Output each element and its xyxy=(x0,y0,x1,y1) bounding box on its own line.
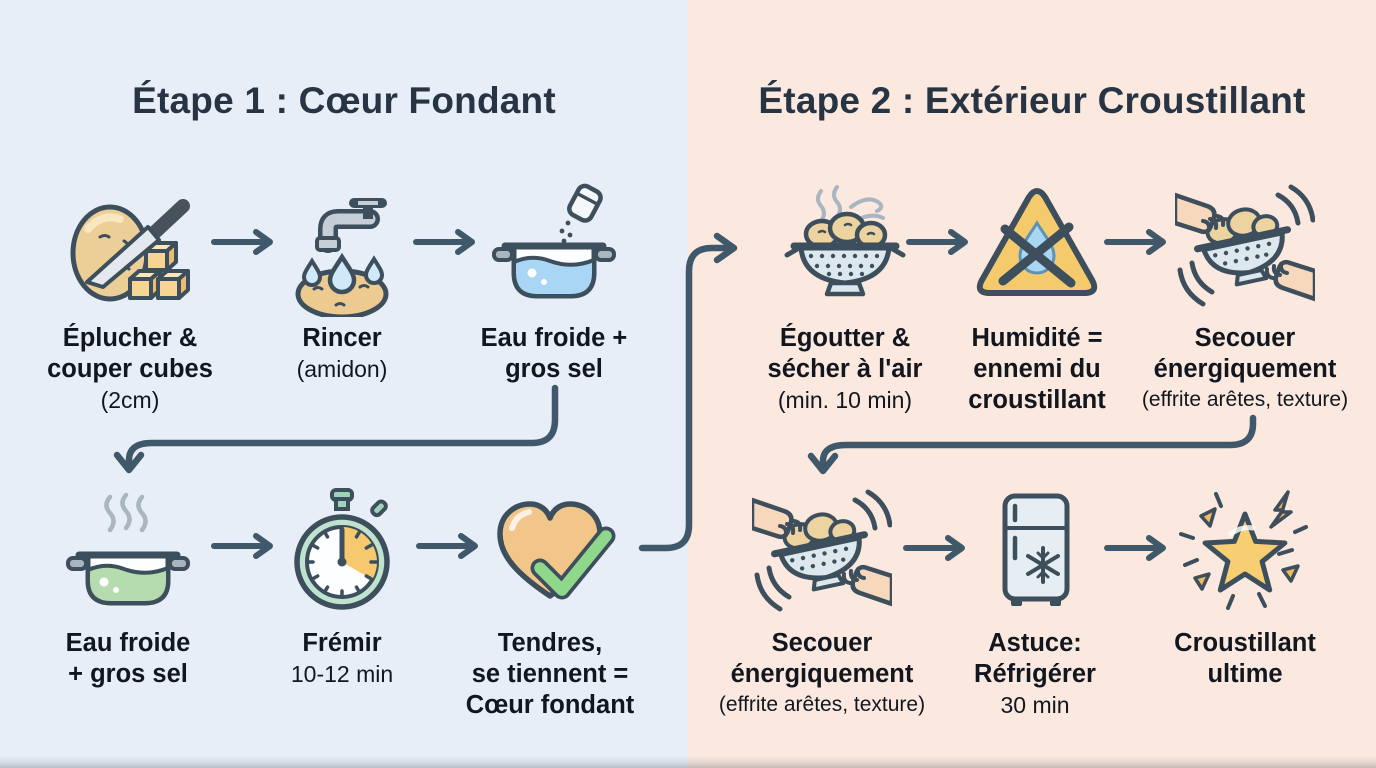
arrow-rinse-to-pot xyxy=(413,229,475,255)
step-label: Croustillant ultime xyxy=(1174,629,1316,688)
arrow-fridge-to-star xyxy=(1104,535,1166,561)
rinse-potato-icon xyxy=(295,198,389,317)
step-label: Eau froide + gros sel xyxy=(480,324,628,383)
star-sparkle-icon xyxy=(1130,470,1360,622)
heart-check-icon xyxy=(435,470,665,622)
step-ultimate-crisp: Croustillant ultime xyxy=(1130,470,1360,690)
stage1-title: Étape 1 : Cœur Fondant xyxy=(132,80,556,121)
step-label: Humidité = ennemi du croustillant xyxy=(968,324,1106,414)
steaming-pot-icon xyxy=(13,470,243,622)
arrow-timer-to-heart xyxy=(416,533,478,559)
step-label: Tendres, se tiennent = Cœur fondant xyxy=(465,629,635,719)
shake-colander-icon xyxy=(1175,184,1315,307)
step-label: Rincer (amidon) xyxy=(296,324,388,382)
step-shake-bottom: Secouer énergiquement (effrite arêtes, t… xyxy=(697,470,947,719)
step-label: Astuce: Réfrigérer 30 min xyxy=(974,629,1096,718)
rinse-potato-icon xyxy=(227,165,457,317)
no-humidity-icon xyxy=(976,188,1098,296)
shake-colander-icon xyxy=(1120,165,1370,317)
potato-knife-icon xyxy=(15,165,245,317)
arrow-shake-to-fridge xyxy=(903,535,965,561)
step-label: Éplucher & couper cubes (2cm) xyxy=(47,324,213,413)
shake-colander-icon xyxy=(697,470,947,622)
step-label: Égoutter & sécher à l'air (min. 10 min) xyxy=(767,324,923,413)
step-label: Frémir 10-12 min xyxy=(290,629,394,687)
steaming-pot-icon xyxy=(66,492,190,606)
step-label: Secouer énergiquement (effrite arêtes, t… xyxy=(718,629,926,716)
step-fondant-done: Tendres, se tiennent = Cœur fondant xyxy=(435,470,665,721)
shake-colander-icon xyxy=(752,489,892,612)
step-pot-simmer: Eau froide + gros sel xyxy=(13,470,243,690)
step-refrigerate: Astuce: Réfrigérer 30 min xyxy=(920,470,1150,720)
colander-steam-icon xyxy=(784,185,906,297)
step-rinse: Rincer (amidon) xyxy=(227,165,457,384)
heart-check-icon xyxy=(497,501,616,600)
step-label: Secouer énergiquement (effrite arêtes, t… xyxy=(1141,324,1349,411)
no-humidity-icon xyxy=(922,165,1152,317)
bottom-shadow xyxy=(0,756,1376,768)
stopwatch-icon xyxy=(227,470,457,622)
stopwatch-icon xyxy=(294,488,390,610)
arrow-pot-to-timer xyxy=(211,533,273,559)
step-peel-cut: Éplucher & couper cubes (2cm) xyxy=(15,165,245,415)
stage2-title: Étape 2 : Extérieur Croustillant xyxy=(758,80,1306,121)
step-label: Eau froide + gros sel xyxy=(65,629,191,688)
star-sparkle-icon xyxy=(1179,490,1308,610)
pot-salt-icon xyxy=(492,183,616,299)
step-drain-dry: Égoutter & sécher à l'air (min. 10 min) xyxy=(730,165,960,415)
potato-knife-icon xyxy=(70,199,190,302)
arrow-warning-to-shake xyxy=(1104,229,1166,255)
fridge-icon xyxy=(1002,493,1070,606)
step-humidity-warning: Humidité = ennemi du croustillant xyxy=(922,165,1152,416)
arrow-peel-to-rinse xyxy=(211,229,273,255)
colander-steam-icon xyxy=(730,165,960,317)
step-cold-water-salt: Eau froide + gros sel xyxy=(439,165,669,385)
arrow-drain-to-warning xyxy=(906,229,968,255)
step-simmer-time: Frémir 10-12 min xyxy=(227,470,457,689)
connector-arrowhead xyxy=(113,451,145,474)
pot-salt-icon xyxy=(439,165,669,317)
stage2-background xyxy=(688,0,1376,768)
fridge-icon xyxy=(920,470,1150,622)
step-shake-top: Secouer énergiquement (effrite arêtes, t… xyxy=(1120,165,1370,414)
